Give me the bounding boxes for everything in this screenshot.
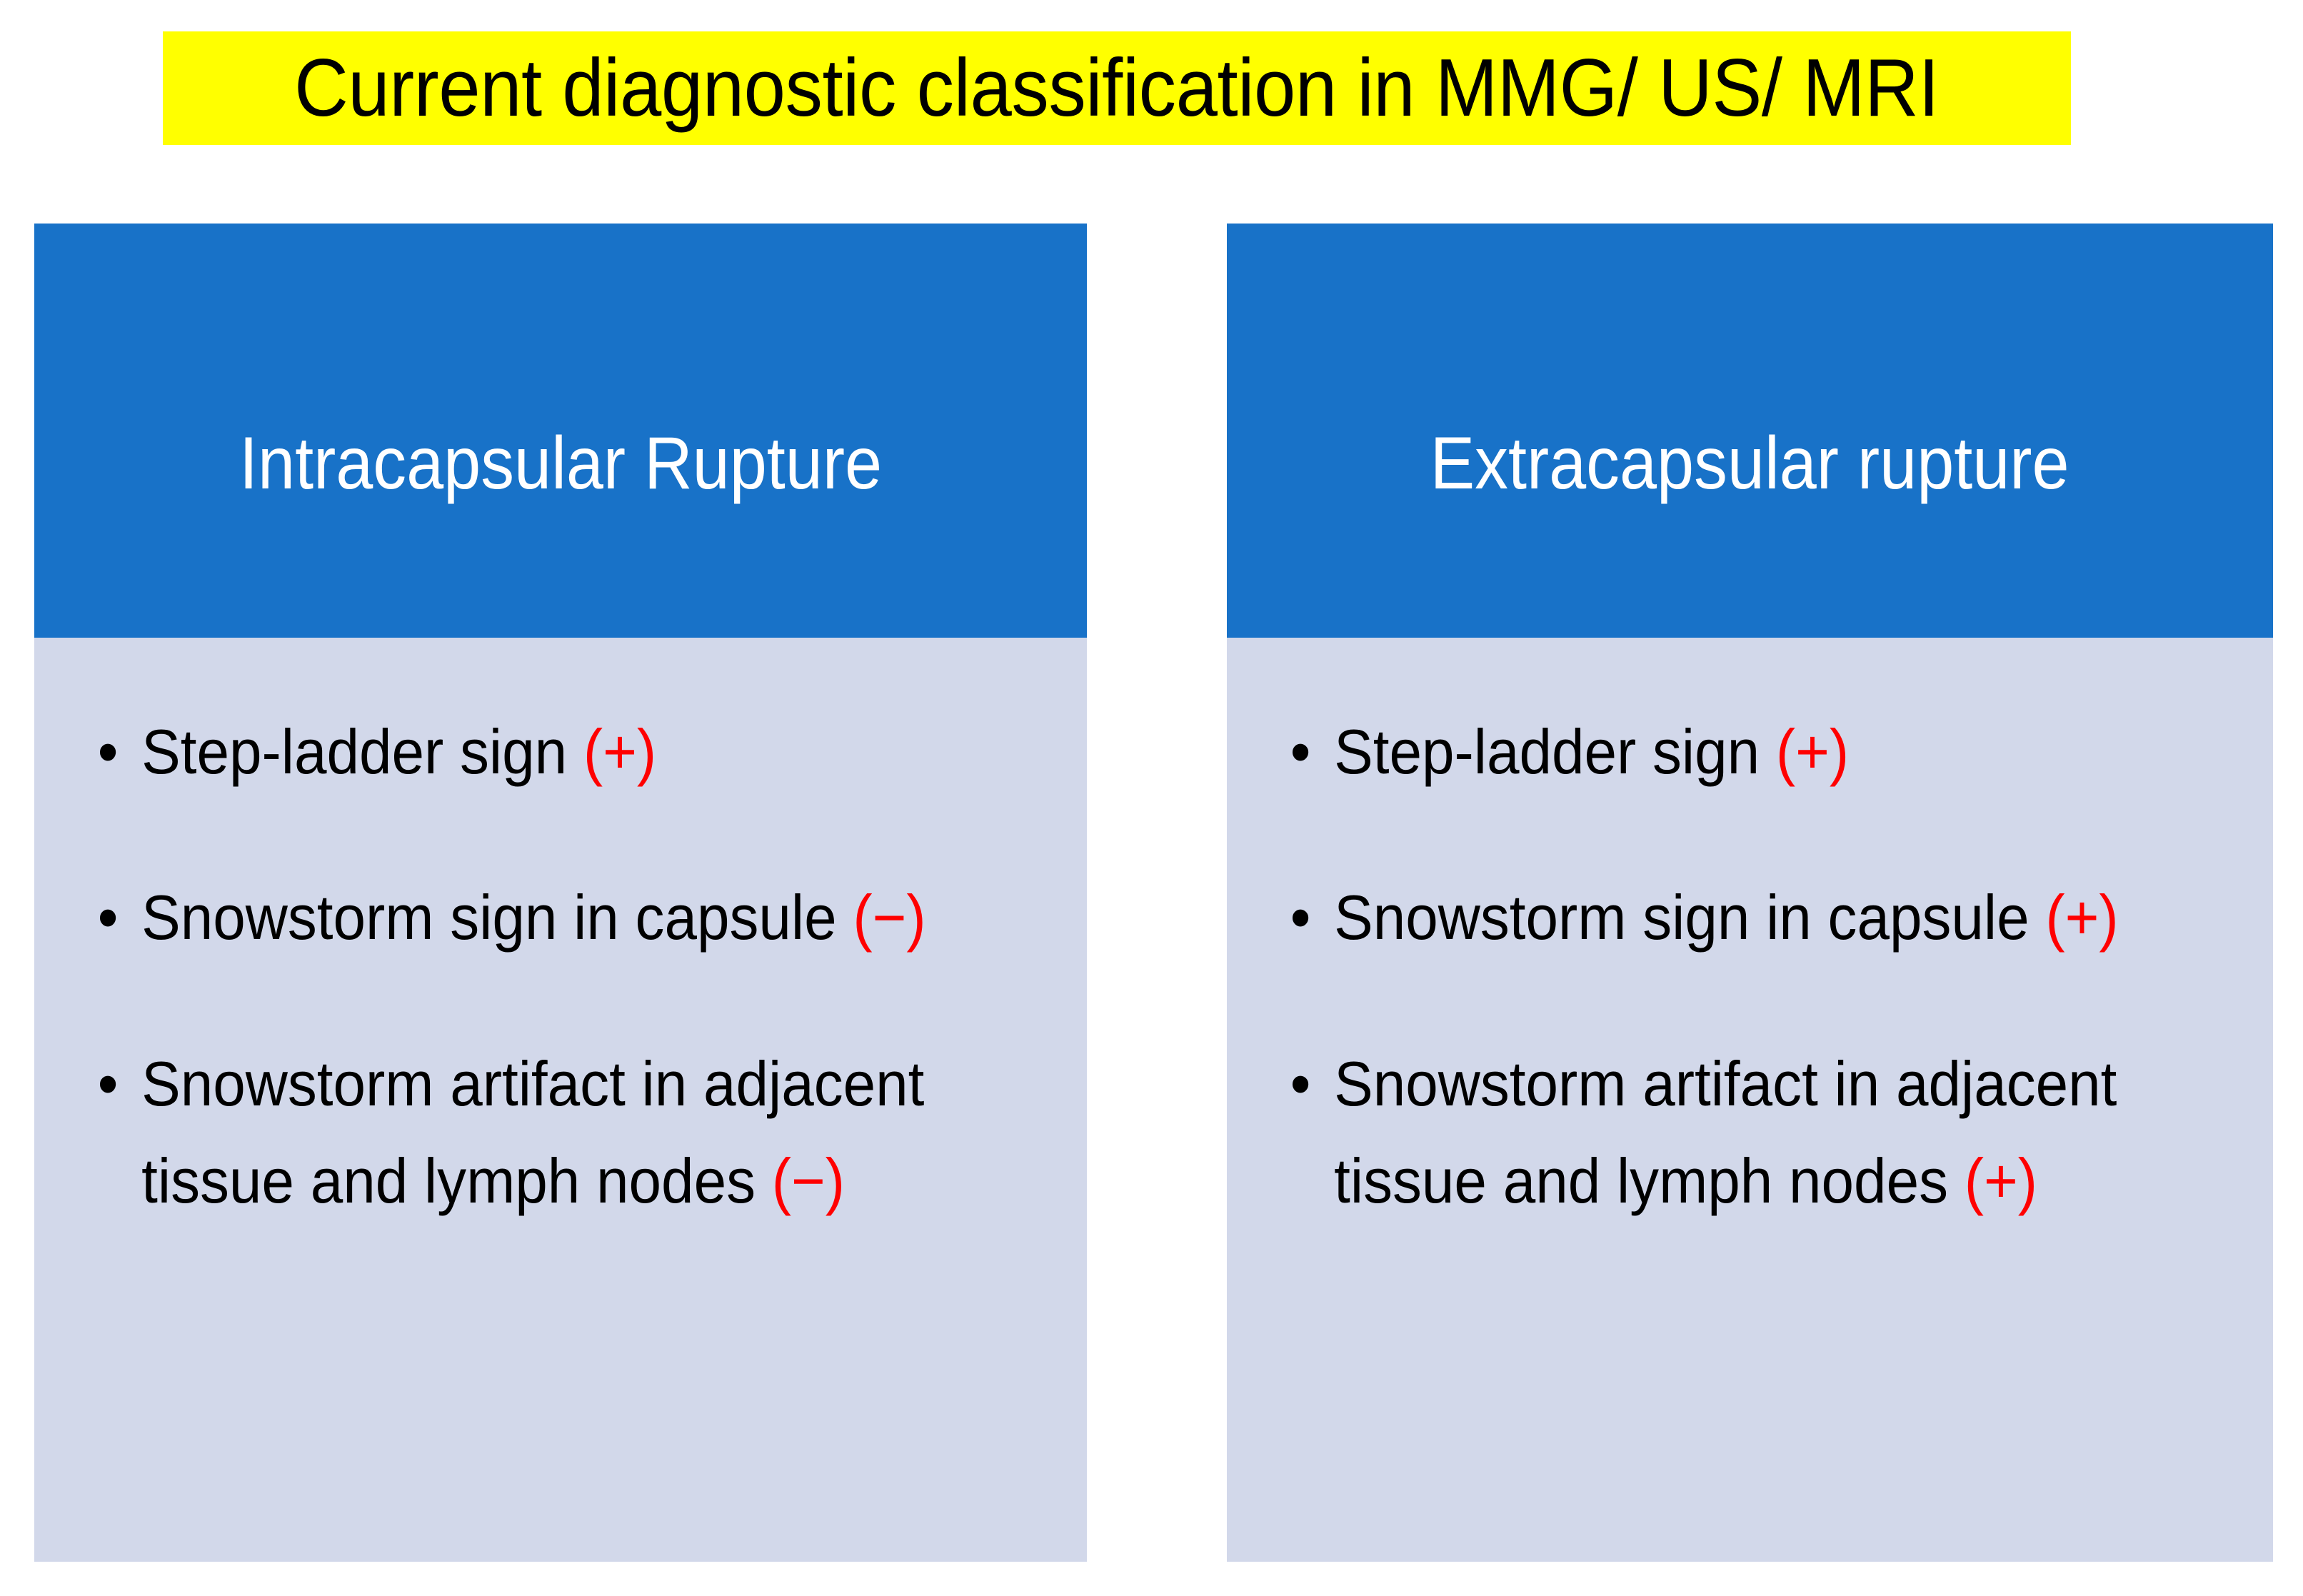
list-item-label: Step-ladder sign xyxy=(141,716,583,787)
status-badge: (+) xyxy=(583,716,657,787)
list-item: • Snowstorm artifact in adjacent tissue a… xyxy=(67,1035,989,1230)
bullet-dot-icon: • xyxy=(97,1048,119,1119)
bullet-dot-icon: • xyxy=(1290,716,1311,787)
list-item-label: Snowstorm sign in capsule xyxy=(141,882,853,953)
list-item-label: Snowstorm artifact in adjacent tissue an… xyxy=(1334,1048,2117,1217)
card-title-extracapsular: Extracapsular rupture xyxy=(1430,422,2069,505)
status-badge: (+) xyxy=(2045,882,2119,953)
list-item: • Snowstorm artifact in adjacent tissue a… xyxy=(1260,1035,2175,1230)
page-title: Current diagnostic classification in MMG… xyxy=(294,42,1940,134)
bullet-dot-icon: • xyxy=(1290,1048,1311,1119)
card-header-extracapsular: Extracapsular rupture xyxy=(1227,224,2273,638)
bullet-dot-icon: • xyxy=(1290,882,1311,953)
bullet-dot-icon: • xyxy=(97,716,119,787)
feature-list-intracapsular: • Step-ladder sign (+) • Snowstorm sign in… xyxy=(67,703,1058,1230)
list-item: • Step-ladder sign (+) xyxy=(1260,703,2175,800)
card-title-intracapsular: Intracapsular Rupture xyxy=(239,422,883,505)
list-item: • Snowstorm sign in capsule (+) xyxy=(1260,869,2175,966)
card-intracapsular-rupture: Intracapsular Rupture • Step-ladder sign … xyxy=(34,224,1087,1562)
status-badge: (+) xyxy=(1775,716,1850,787)
slide-title-highlight: Current diagnostic classification in MMG… xyxy=(163,31,2071,145)
bullet-dot-icon: • xyxy=(97,882,119,953)
list-item-label: Step-ladder sign xyxy=(1334,716,1776,787)
card-body-intracapsular: • Step-ladder sign (+) • Snowstorm sign in… xyxy=(34,638,1087,1562)
status-badge: (+) xyxy=(1964,1145,2038,1217)
feature-list-extracapsular: • Step-ladder sign (+) • Snowstorm sign in… xyxy=(1260,703,2244,1230)
list-item: • Snowstorm sign in capsule (−) xyxy=(67,869,989,966)
list-item: • Step-ladder sign (+) xyxy=(67,703,989,800)
card-header-intracapsular: Intracapsular Rupture xyxy=(34,224,1087,638)
status-badge: (−) xyxy=(771,1145,846,1217)
card-body-extracapsular: • Step-ladder sign (+) • Snowstorm sign in… xyxy=(1227,638,2273,1562)
status-badge: (−) xyxy=(853,882,926,953)
card-extracapsular-rupture: Extracapsular rupture • Step-ladder sign … xyxy=(1227,224,2273,1562)
list-item-label: Snowstorm sign in capsule xyxy=(1334,882,2046,953)
list-item-label: Snowstorm artifact in adjacent tissue an… xyxy=(141,1048,925,1217)
